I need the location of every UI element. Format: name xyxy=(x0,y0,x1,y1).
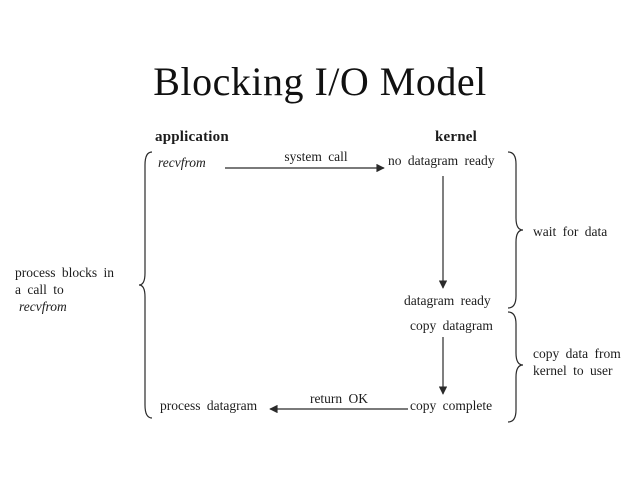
column-header-application: application xyxy=(155,129,229,145)
label-system-call: system call xyxy=(284,149,348,164)
label-recvfrom: recvfrom xyxy=(158,155,206,170)
label-recvfrom-italic: recvfrom xyxy=(19,299,67,314)
label-no-datagram-ready: no datagram ready xyxy=(388,153,495,168)
copy-data-brace xyxy=(507,311,524,423)
label-copy-complete: copy complete xyxy=(410,398,493,413)
column-header-kernel: kernel xyxy=(435,129,478,145)
label-process-datagram: process datagram xyxy=(160,398,258,413)
label-a-call-to: a call to xyxy=(15,282,64,297)
label-copy-datagram: copy datagram xyxy=(410,318,493,333)
left-brace xyxy=(138,151,153,419)
label-wait-for-data: wait for data xyxy=(533,224,608,239)
label-return-ok: return OK xyxy=(309,391,369,406)
label-kernel-to-user: kernel to user xyxy=(533,363,613,378)
slide-title: Blocking I/O Model xyxy=(153,59,487,104)
label-process-blocks-line1: process blocks in xyxy=(15,265,114,280)
label-datagram-ready: datagram ready xyxy=(404,293,491,308)
label-copy-data-from-kernel: copy data from kernel to user xyxy=(533,345,621,379)
wait-for-data-brace xyxy=(507,151,524,309)
label-copy-data-from: copy data from xyxy=(533,346,621,361)
label-process-blocks-line2: a call to recvfrom xyxy=(15,281,114,315)
label-process-blocks: process blocks in a call to recvfrom xyxy=(15,264,114,315)
